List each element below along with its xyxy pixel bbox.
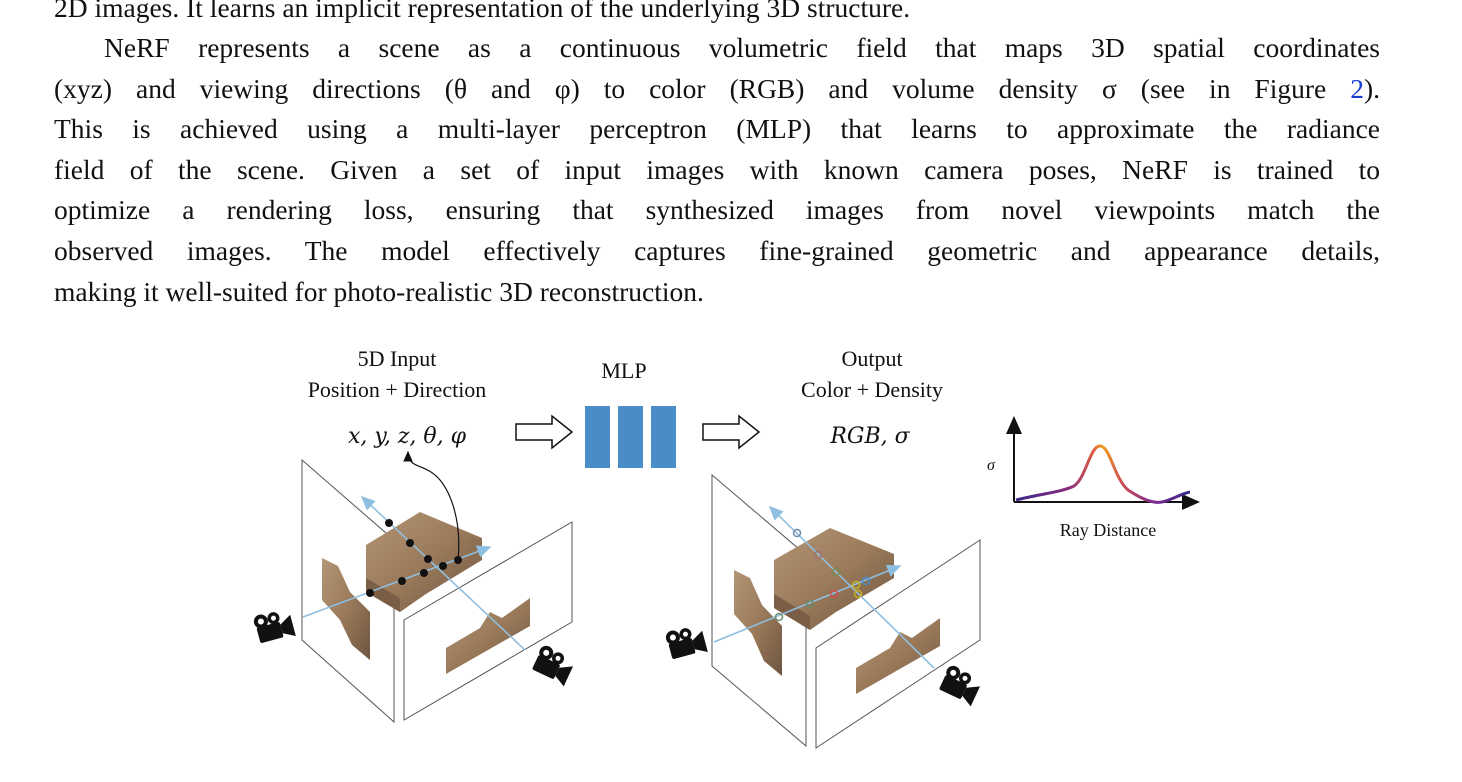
density-plot: σ Ray Distance — [987, 416, 1200, 540]
mlp-layer-3 — [651, 406, 676, 468]
camera-icon — [252, 606, 296, 646]
arrow-input-to-mlp — [515, 414, 574, 450]
paragraph-top: 2D images. It learns an implicit represe… — [54, 0, 1380, 29]
plot-x-label: Ray Distance — [1060, 520, 1156, 540]
text-line: optimize a rendering loss, ensuring that… — [54, 194, 1380, 226]
output-title-2: Color + Density — [801, 377, 943, 402]
text-line: This is achieved using a multi-layer per… — [54, 113, 1380, 145]
camera-icon — [530, 643, 577, 687]
text-span: ). — [1363, 72, 1380, 104]
camera-icon — [664, 622, 708, 662]
input-formula: x, y, z, θ, φ — [348, 424, 467, 449]
input-title-2: Position + Direction — [308, 377, 487, 402]
camera-icon — [937, 663, 984, 707]
output-formula: RGB, σ — [829, 424, 910, 449]
arrow-mlp-to-output — [702, 414, 761, 450]
density-curve — [1015, 444, 1191, 504]
input-scene — [252, 450, 577, 724]
text-line: (xyz) and viewing directions (θ and φ) t… — [54, 69, 1380, 110]
figure-ref-link[interactable]: 2 — [1350, 72, 1364, 104]
input-title-1: 5D Input — [358, 346, 437, 371]
text-span: (xyz) and viewing directions (θ and φ) t… — [54, 72, 1351, 104]
plot-y-label: σ — [987, 457, 996, 474]
text-line: NeRF represents a scene as a continuous … — [104, 32, 1380, 63]
paragraph-main: NeRF represents a scene as a continuous … — [54, 28, 1380, 312]
text-line: making it well-suited for photo-realisti… — [54, 275, 704, 307]
output-scene — [664, 473, 984, 749]
text-line: field of the scene. Given a set of input… — [54, 153, 1380, 185]
mlp-label: MLP — [601, 358, 646, 383]
text-line: observed images. The model effectively c… — [54, 234, 1380, 266]
output-title-1: Output — [841, 346, 902, 371]
text-line: 2D images. It learns an implicit represe… — [54, 0, 911, 23]
mlp-layer-2 — [618, 406, 643, 468]
mlp-layer-1 — [585, 406, 610, 468]
